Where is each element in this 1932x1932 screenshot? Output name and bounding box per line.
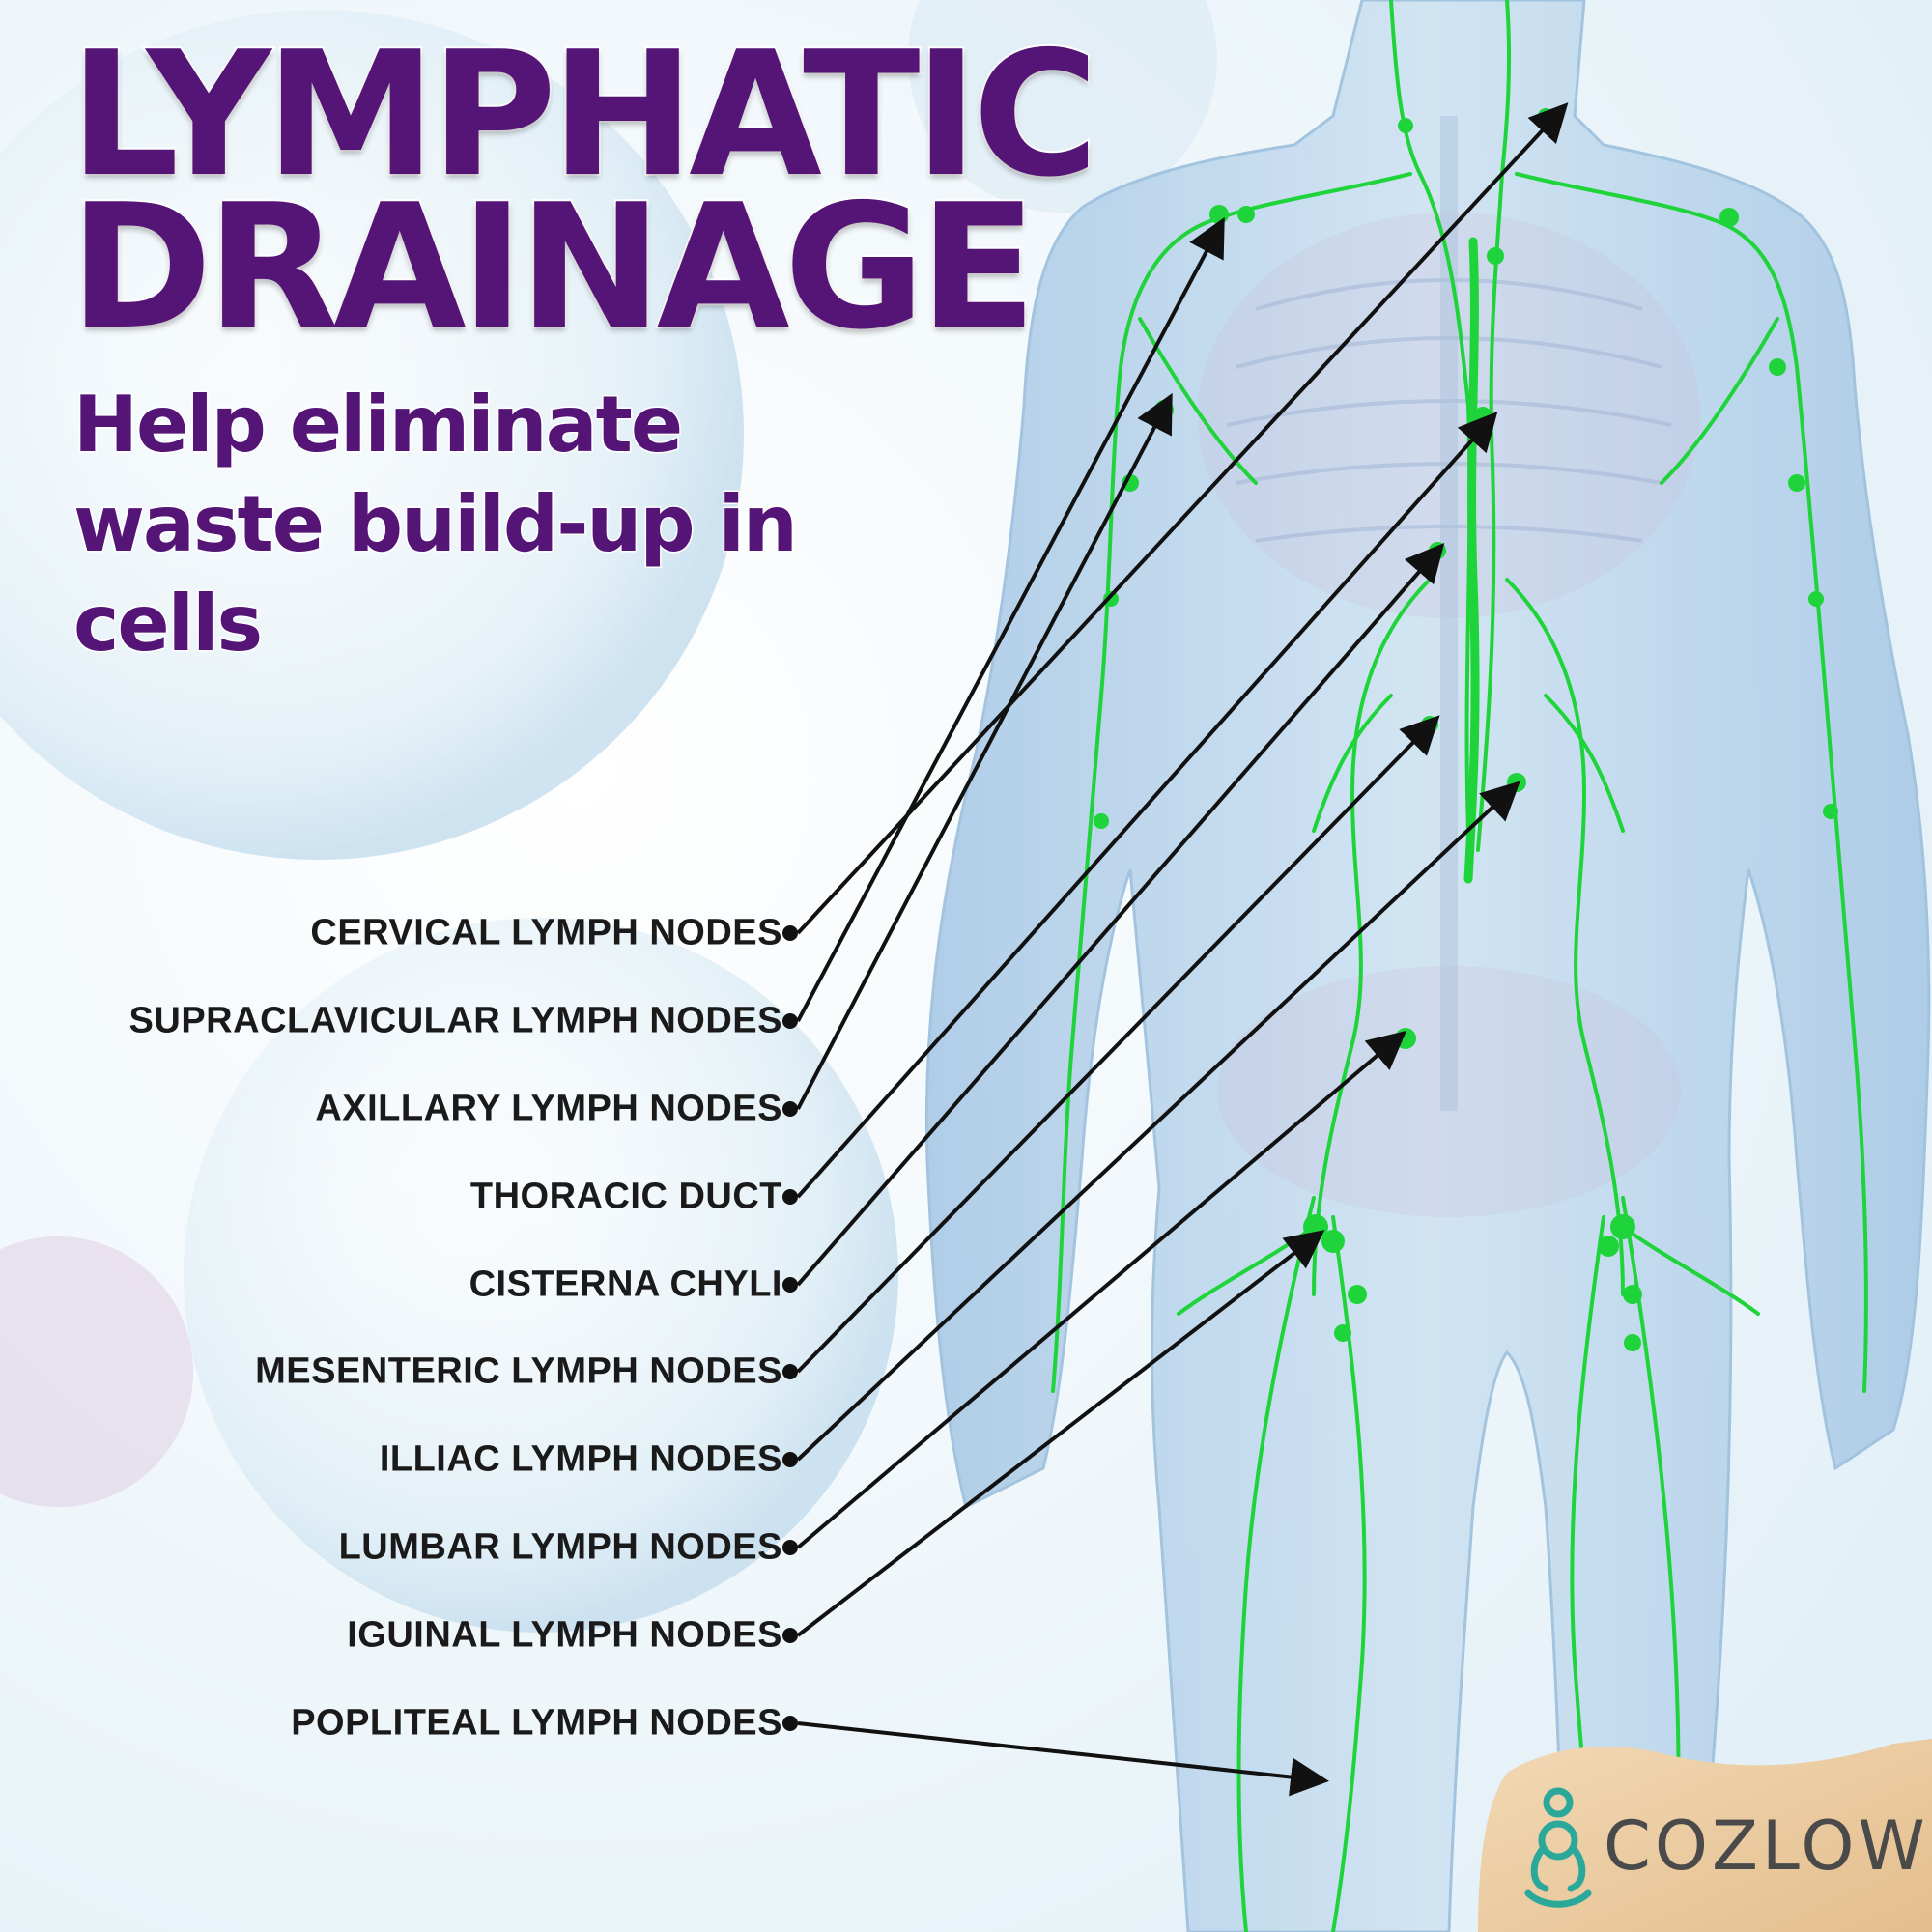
label-popliteal-lymph-nodes: POPLITEAL LYMPH NODES [291, 1702, 782, 1744]
leader-dot-axillary [782, 1101, 798, 1117]
leader-dot-thoracic-duct [782, 1189, 798, 1205]
leader-dot-cervical [782, 925, 798, 941]
leader-line-supraclavicular [796, 216, 1225, 1022]
label-supraclavicular-lymph-nodes: SUPRACLAVICULAR LYMPH NODES [128, 1000, 782, 1041]
label-iguinal-lymph-nodes: IGUINAL LYMPH NODES [347, 1614, 782, 1656]
subtitle: Help eliminate waste build-up in cells [72, 379, 800, 670]
meditation-figure-icon [1524, 1787, 1592, 1908]
leader-line-illiac [796, 781, 1520, 1462]
label-thoracic-duct: THORACIC DUCT [469, 1176, 782, 1217]
label-cervical-lymph-nodes: CERVICAL LYMPH NODES [310, 912, 782, 953]
cell-sphere [0, 10, 744, 860]
label-lumbar-lymph-nodes: LUMBAR LYMPH NODES [338, 1526, 782, 1568]
leader-dot-supraclavicular [782, 1013, 798, 1029]
label-cisterna-chyli: CISTERNA CHYLI [469, 1264, 782, 1305]
label-mesenteric-lymph-nodes: MESENTERIC LYMPH NODES [255, 1350, 782, 1392]
human-body-silhouette [924, 0, 1931, 1932]
leader-dot-illiac [782, 1452, 798, 1467]
title-line-1: LYMPHATIC [68, 14, 1100, 214]
label-axillary-lymph-nodes: AXILLARY LYMPH NODES [315, 1088, 782, 1129]
leader-dot-mesenteric [782, 1364, 798, 1379]
title-line-2: DRAINAGE [68, 167, 1038, 367]
leader-line-cervical [796, 102, 1569, 935]
leader-dot-lumbar [782, 1540, 798, 1555]
cell-sphere [184, 918, 898, 1633]
leader-dot-cisterna-chyli [782, 1277, 798, 1293]
leader-dot-popliteal [782, 1716, 798, 1731]
leader-line-thoracic-duct [796, 412, 1498, 1199]
leader-line-cisterna-chyli [796, 542, 1445, 1287]
page-title: LYMPHATIC DRAINAGE [68, 14, 1100, 367]
leader-line-axillary [796, 392, 1173, 1110]
brand-badge-background [1478, 1739, 1932, 1932]
leader-line-iguinal [796, 1230, 1325, 1637]
leader-dot-iguinal [782, 1628, 798, 1643]
leader-line-popliteal [797, 1721, 1329, 1797]
leader-line-mesenteric [796, 715, 1440, 1374]
label-illiac-lymph-nodes: ILLIAC LYMPH NODES [379, 1438, 782, 1480]
leader-line-lumbar [796, 1030, 1407, 1549]
